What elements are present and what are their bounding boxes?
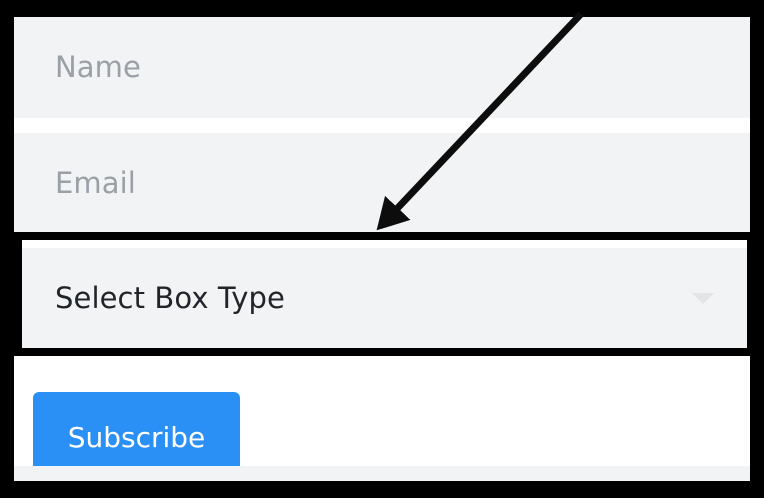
box-type-select-label: Select Box Type (55, 281, 285, 315)
box-type-select[interactable]: Select Box Type (14, 248, 750, 349)
submit-row: Subscribe (14, 364, 750, 481)
browser-page-viewport: Name Email Select Box Type Subscribe (14, 17, 750, 481)
email-field-placeholder: Email (55, 165, 136, 200)
email-field[interactable]: Email (14, 133, 750, 233)
name-field[interactable]: Name (14, 17, 750, 118)
subscription-form: Name Email Select Box Type Subscribe (14, 17, 750, 481)
form-footer-strip (14, 466, 750, 481)
name-field-placeholder: Name (55, 50, 141, 84)
chevron-down-icon[interactable] (692, 293, 714, 304)
